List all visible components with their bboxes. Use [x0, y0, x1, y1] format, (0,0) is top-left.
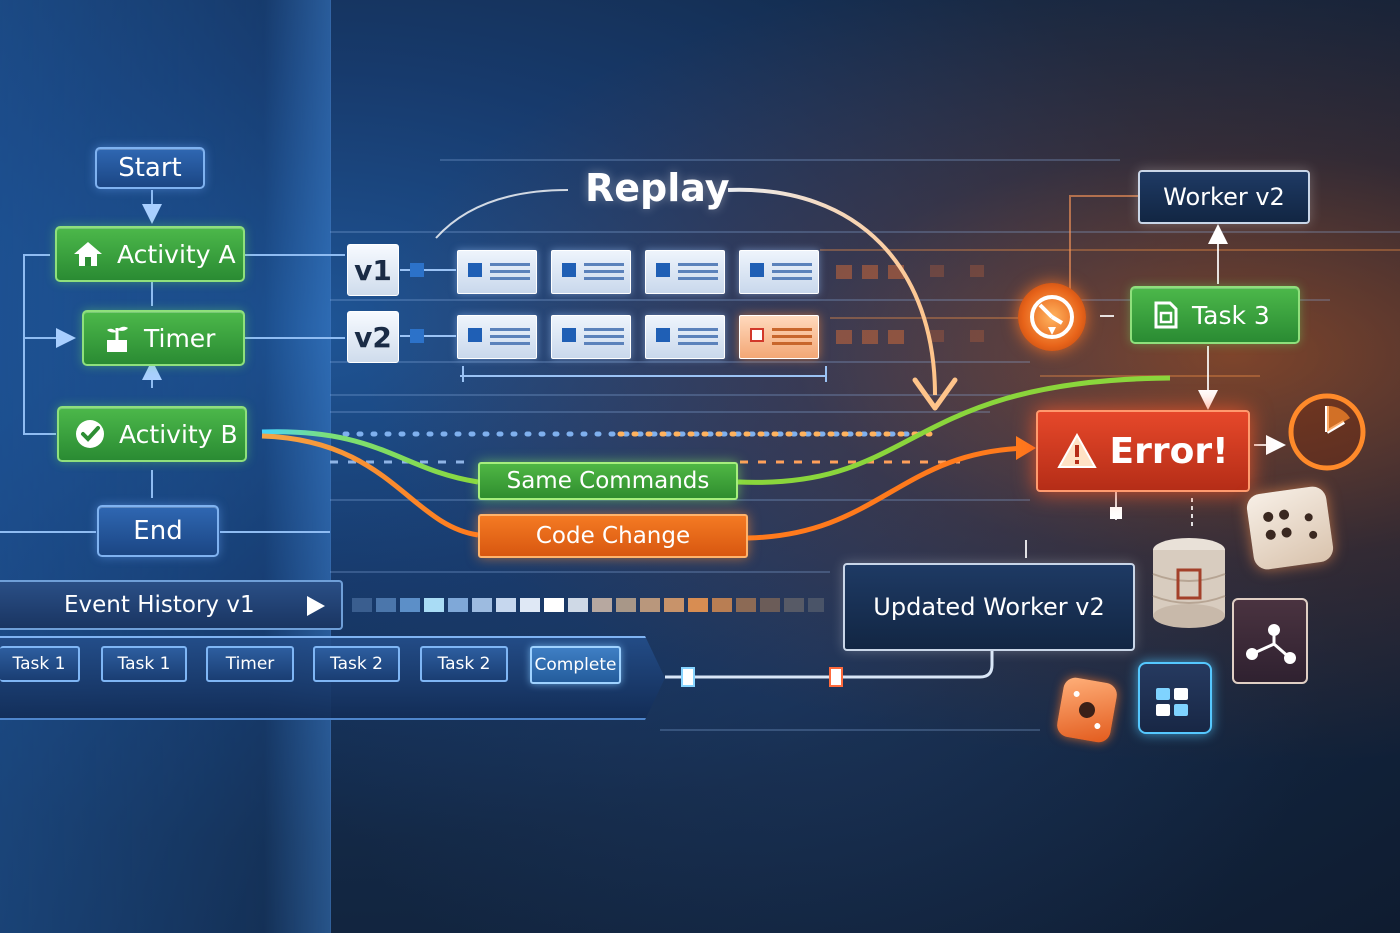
stopwatch-icon — [1284, 386, 1370, 472]
document-icon — [1152, 300, 1180, 330]
history-event-chip: Task 1 — [0, 646, 80, 682]
v2-event-card — [457, 315, 537, 359]
house-icon — [71, 239, 105, 269]
version-v1-chip: v1 — [347, 244, 399, 296]
same-commands-tag: Same Commands — [478, 462, 738, 500]
event-history-title: Event History v1 — [64, 592, 255, 618]
event-history-header: Event History v1 — [0, 580, 343, 630]
task-3-node: Task 3 — [1130, 286, 1300, 344]
v1-event-card — [457, 250, 537, 294]
v2-event-card — [645, 315, 725, 359]
replay-title: Replay — [585, 166, 730, 210]
dice-icon — [1245, 484, 1335, 572]
history-event-chip: Task 1 — [101, 646, 187, 682]
error-box: Error! — [1036, 410, 1250, 492]
worker-v2-box: Worker v2 — [1138, 170, 1310, 224]
history-event-chip: Task 2 — [420, 646, 508, 682]
v1-event-card — [551, 250, 631, 294]
v1-event-card — [739, 250, 819, 294]
check-circle-icon — [73, 417, 107, 451]
warning-icon — [1057, 433, 1098, 469]
activity-b-label: Activity B — [119, 419, 238, 449]
end-node: End — [97, 505, 219, 557]
activity-b-node: Activity B — [57, 406, 247, 462]
history-event-complete-chip: Complete — [530, 646, 621, 684]
workflow-folder-icon — [1232, 598, 1308, 684]
v1-event-card — [645, 250, 725, 294]
history-event-chip: Timer — [206, 646, 294, 682]
updated-worker-v2-box: Updated Worker v2 — [843, 563, 1135, 651]
play-icon[interactable] — [307, 596, 325, 616]
small-dice-icon — [1055, 675, 1119, 745]
timer-label: Timer — [144, 323, 216, 353]
v2-event-card — [551, 315, 631, 359]
history-event-chip: Task 2 — [313, 646, 400, 682]
sprout-icon — [102, 322, 132, 354]
task-3-label: Task 3 — [1192, 300, 1270, 330]
version-v2-chip: v2 — [347, 311, 399, 363]
timer-node: Timer — [82, 310, 245, 366]
activity-a-node: Activity A — [55, 226, 245, 282]
activity-a-label: Activity A — [117, 239, 236, 269]
database-icon — [1150, 536, 1228, 630]
app-grid-icon — [1138, 662, 1212, 734]
v2-changed-event-card — [739, 315, 819, 359]
start-node: Start — [95, 147, 205, 189]
orange-gauge-icon — [1018, 283, 1086, 351]
code-change-tag: Code Change — [478, 514, 748, 558]
error-label: Error! — [1109, 430, 1229, 472]
